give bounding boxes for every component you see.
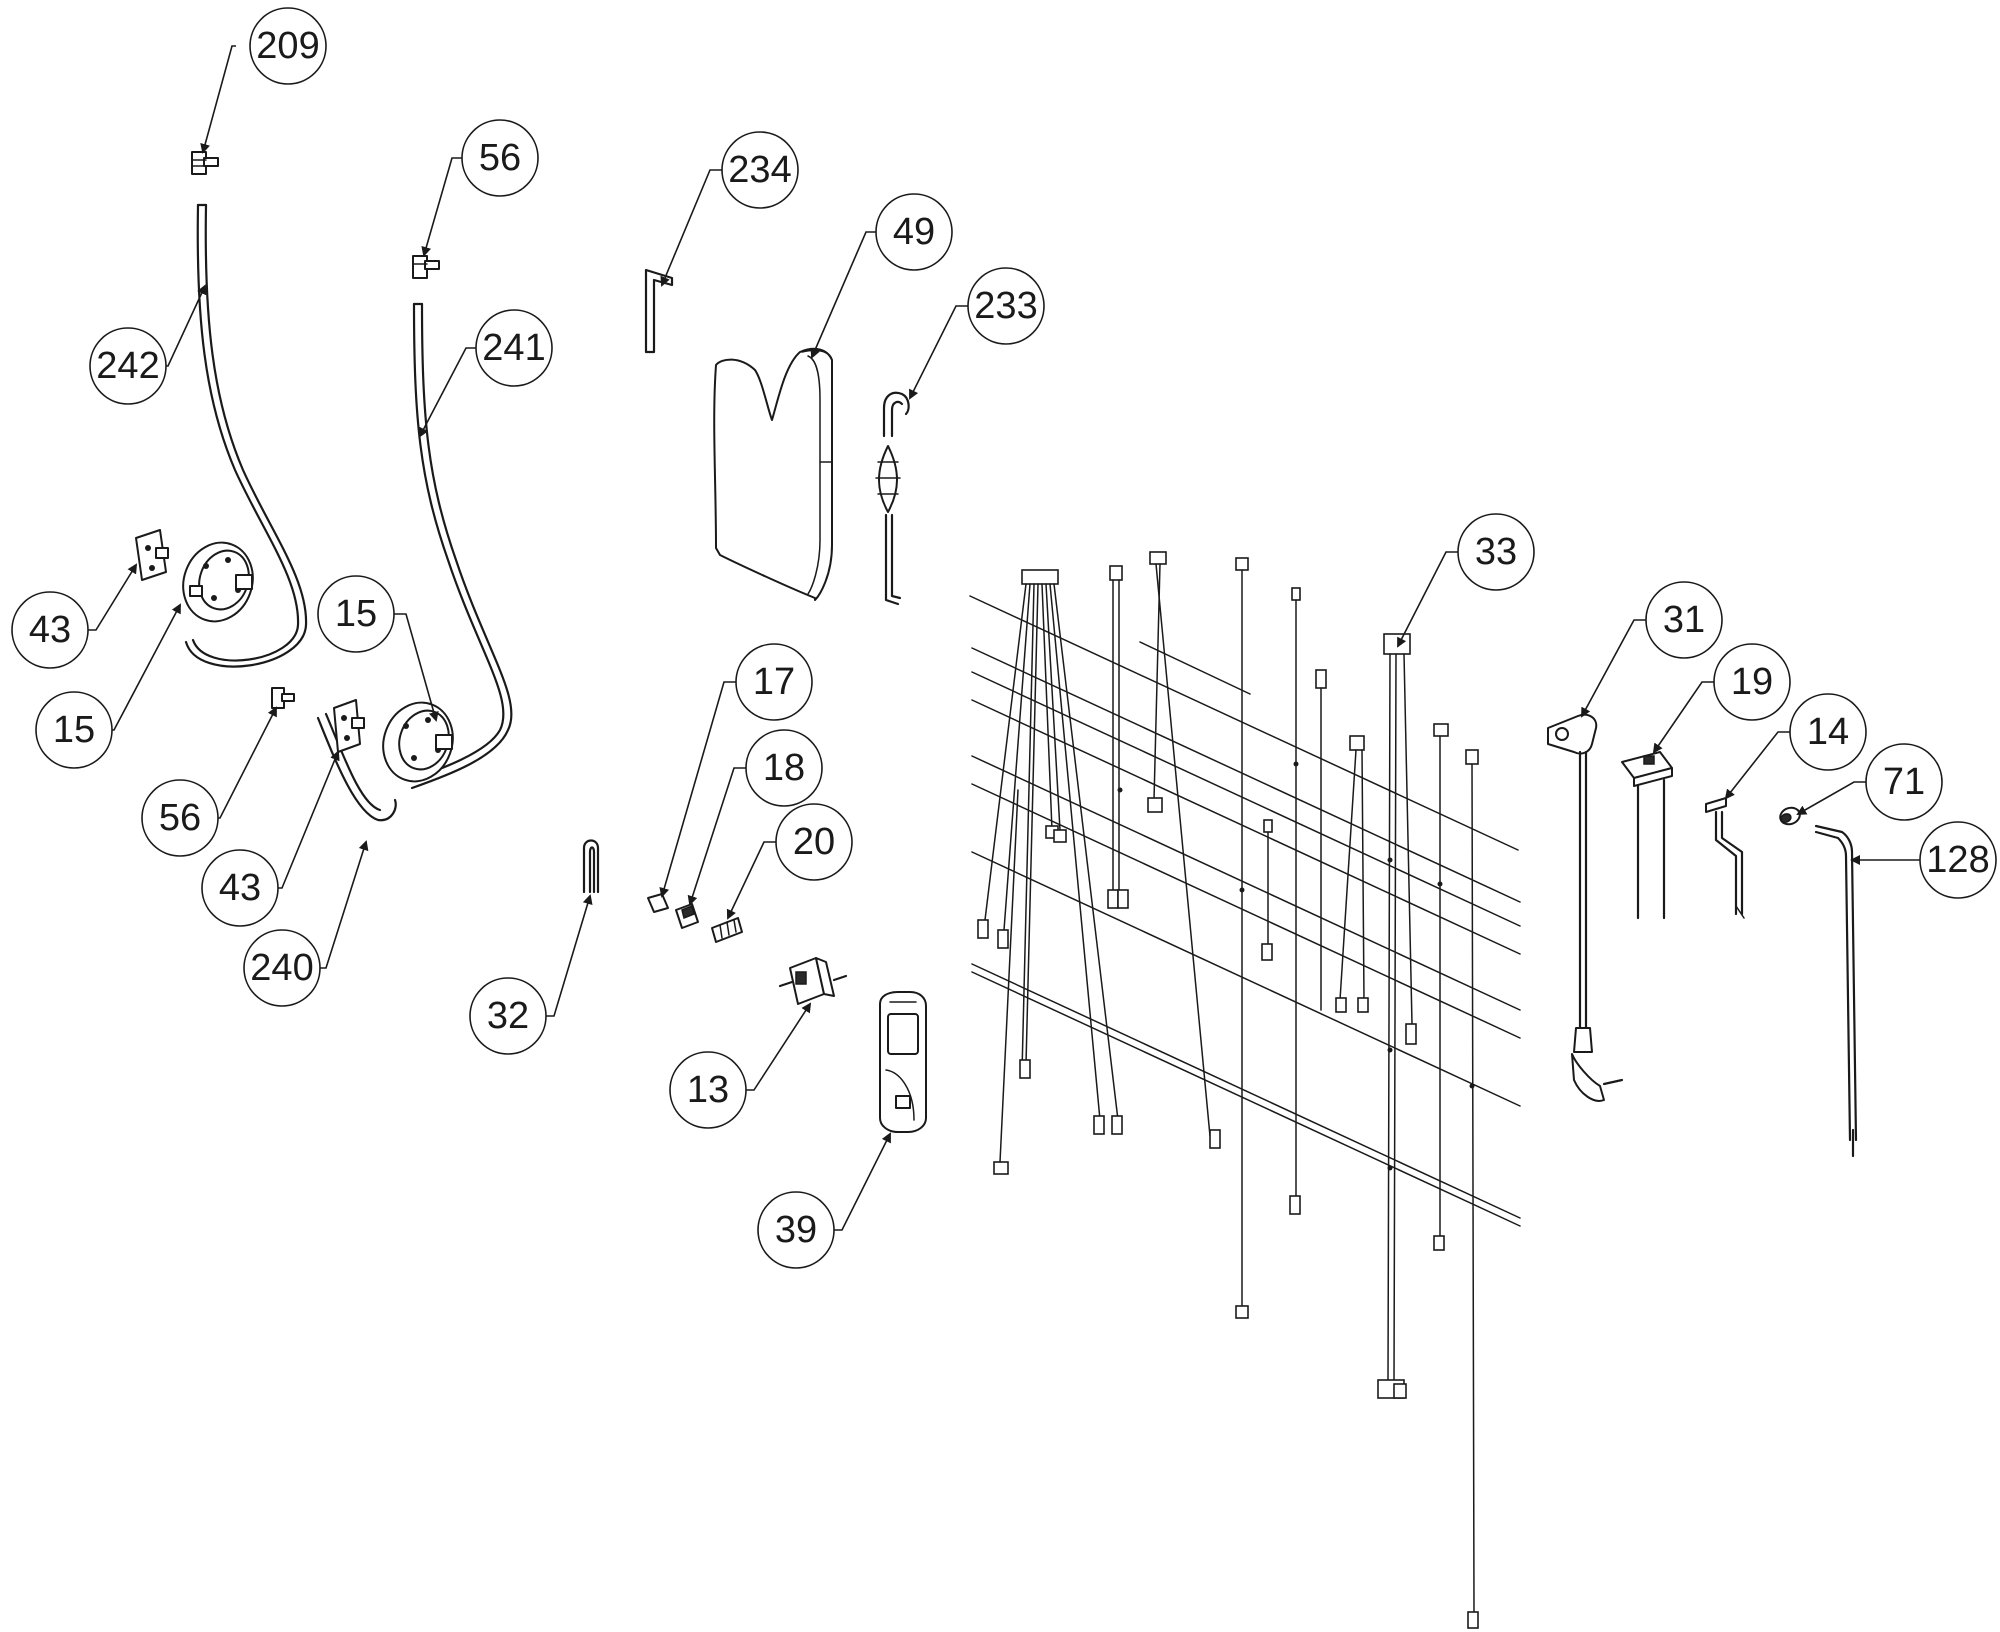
callout-240: 240: [243, 929, 321, 1007]
callout-14: 14: [1789, 693, 1867, 771]
callout-39: 39: [757, 1191, 835, 1269]
bracket-43-left: [135, 529, 169, 581]
svg-text:233: 233: [974, 285, 1037, 327]
hook-233: [875, 391, 910, 606]
svg-text:56: 56: [159, 797, 201, 839]
callout-56-lower: 56: [141, 779, 219, 857]
callout-241: 241: [475, 309, 553, 387]
callout-233: 233: [967, 267, 1045, 345]
callout-49: 49: [875, 193, 953, 271]
power-cord-31: [1547, 713, 1624, 1102]
callout-20: 20: [775, 803, 853, 881]
svg-text:49: 49: [893, 211, 935, 253]
hose-242: [184, 203, 308, 668]
svg-text:13: 13: [687, 1069, 729, 1111]
svg-text:19: 19: [1731, 661, 1773, 703]
callout-18: 18: [745, 729, 823, 807]
connector-18: [675, 903, 699, 929]
svg-text:71: 71: [1883, 761, 1925, 803]
svg-text:31: 31: [1663, 599, 1705, 641]
callout-15-right: 15: [317, 575, 395, 653]
callout-33: 33: [1457, 513, 1535, 591]
power-adapter-13: [778, 957, 848, 1005]
pin-234: [644, 268, 674, 354]
fitting-56-lower: [271, 687, 295, 709]
svg-text:14: 14: [1807, 711, 1849, 753]
svg-text:15: 15: [335, 593, 377, 635]
callout-71: 71: [1865, 743, 1943, 821]
temperature-probe-128: [1814, 824, 1858, 1158]
callout-43-left: 43: [11, 591, 89, 669]
callout-56-top: 56: [461, 119, 539, 197]
remote-control-39: [879, 991, 927, 1133]
probe-14: [1705, 797, 1745, 919]
svg-text:242: 242: [96, 345, 159, 387]
sensor-block-19: [1621, 751, 1673, 920]
callout-209: 209: [249, 7, 327, 85]
clip-32: [582, 839, 600, 894]
plug-71: [1779, 806, 1801, 826]
insulation-pad-49: [713, 347, 833, 601]
connector-20: [711, 917, 743, 943]
svg-text:33: 33: [1475, 531, 1517, 573]
svg-text:39: 39: [775, 1209, 817, 1251]
fitting-56-top: [412, 255, 440, 279]
svg-text:43: 43: [29, 609, 71, 651]
callout-43-right: 43: [201, 849, 279, 927]
svg-text:234: 234: [728, 149, 791, 191]
callout-17: 17: [735, 643, 813, 721]
svg-text:18: 18: [763, 747, 805, 789]
wire-harness-33: [969, 551, 1521, 1629]
callout-242: 242: [89, 327, 167, 405]
callout-234: 234: [721, 131, 799, 209]
svg-text:240: 240: [250, 947, 313, 989]
svg-text:209: 209: [256, 25, 319, 67]
svg-text:128: 128: [1926, 839, 1989, 881]
svg-text:56: 56: [479, 137, 521, 179]
callout-128: 128: [1919, 821, 1997, 899]
bracket-43-right: [333, 699, 365, 753]
pressure-switch-15-right: [382, 701, 454, 783]
svg-text:32: 32: [487, 995, 529, 1037]
svg-text:17: 17: [753, 661, 795, 703]
callout-31: 31: [1645, 581, 1723, 659]
connector-17: [647, 893, 669, 913]
callout-32: 32: [469, 977, 547, 1055]
callout-15-left: 15: [35, 691, 113, 769]
callout-19: 19: [1713, 643, 1791, 721]
callout-13: 13: [669, 1051, 747, 1129]
svg-text:43: 43: [219, 867, 261, 909]
svg-text:20: 20: [793, 821, 835, 863]
svg-text:15: 15: [53, 709, 95, 751]
svg-text:241: 241: [482, 327, 545, 369]
fitting-209: [191, 151, 219, 175]
pressure-switch-15-left: [182, 541, 254, 623]
